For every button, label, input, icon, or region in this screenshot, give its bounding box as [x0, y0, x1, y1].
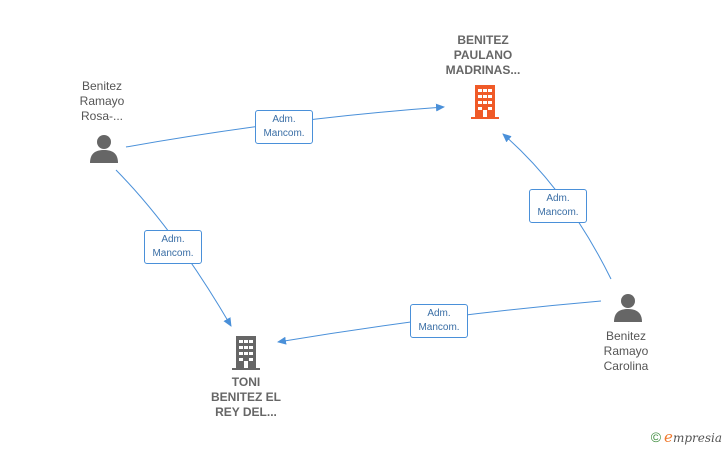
node-label-person-rosa: Benitez Ramayo Rosa-... [62, 79, 142, 124]
edge-label-line: Adm. [272, 114, 296, 125]
node-label-line: PAULANO [453, 48, 513, 62]
edge-label-rosa-paulano[interactable]: Adm. Mancom. [255, 110, 313, 144]
copyright-symbol: © [650, 429, 662, 445]
brand-name: mpresia [672, 431, 722, 445]
person-icon[interactable] [89, 133, 119, 163]
node-label-line: REY DEL... [215, 405, 277, 419]
node-label-line: Benitez [605, 329, 647, 343]
node-label-person-carolina: Benitez Ramayo Carolina [586, 329, 666, 374]
node-label-line: MADRINAS... [445, 63, 521, 77]
node-label-line: BENITEZ EL [210, 390, 281, 404]
edge-label-rosa-toni[interactable]: Adm. Mancom. [144, 230, 202, 264]
node-label-line: Carolina [603, 359, 649, 373]
brand-logo: empresia [664, 428, 722, 446]
edge-label-line: Adm. [161, 234, 185, 245]
node-label-line: Ramayo [603, 344, 649, 358]
node-label-line: Benitez [81, 79, 123, 93]
edge-label-line: Adm. [546, 193, 570, 204]
edge-label-line: Adm. [427, 308, 451, 319]
node-label-company-toni: TONI BENITEZ EL REY DEL... [196, 375, 296, 420]
brand-initial: e [664, 428, 673, 446]
edge-label-line: Mancom. [418, 322, 460, 333]
building-icon[interactable] [230, 335, 262, 371]
edge-label-carolina-paulano[interactable]: Adm. Mancom. [529, 189, 587, 223]
edge-label-line: Mancom. [152, 248, 194, 259]
footer-watermark: © empresia [651, 428, 722, 446]
node-label-line: BENITEZ [457, 33, 509, 47]
node-label-company-paulano: BENITEZ PAULANO MADRINAS... [433, 33, 533, 78]
node-label-line: Ramayo [79, 94, 125, 108]
node-label-line: TONI [231, 375, 261, 389]
edge-label-carolina-toni[interactable]: Adm. Mancom. [410, 304, 468, 338]
building-icon[interactable] [469, 84, 501, 120]
person-icon[interactable] [613, 292, 643, 322]
edge-label-line: Mancom. [263, 128, 305, 139]
node-label-line: Rosa-... [80, 109, 123, 123]
edge-label-line: Mancom. [537, 207, 579, 218]
